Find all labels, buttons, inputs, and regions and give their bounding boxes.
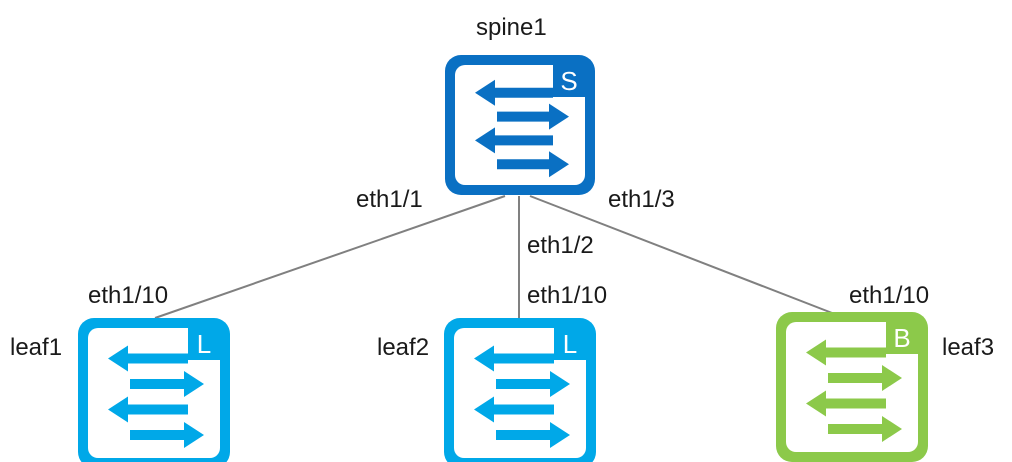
arrow-left-icon xyxy=(474,345,554,372)
node-label-spine1: spine1 xyxy=(476,14,547,41)
port-label-leaf1-eth1-10: eth1/10 xyxy=(88,282,169,309)
arrow-right-icon xyxy=(496,422,570,448)
link-spine1-leaf3 xyxy=(529,195,846,319)
links xyxy=(154,195,846,319)
link-spine1-leaf1 xyxy=(154,195,506,319)
arrow-left-icon xyxy=(474,396,554,423)
arrow-left-icon xyxy=(108,396,188,423)
switch-icon-leaf3[interactable]: B xyxy=(776,312,928,462)
switch-badge-leaf3: B xyxy=(893,323,910,353)
switch-icon-leaf2[interactable]: L xyxy=(444,318,596,462)
switch-badge-leaf2: L xyxy=(563,329,577,359)
arrow-left-icon xyxy=(806,339,886,366)
arrow-right-icon xyxy=(828,416,902,442)
arrow-right-icon xyxy=(130,422,204,448)
port-label-leaf2-eth1-10: eth1/10 xyxy=(527,282,608,309)
arrow-left-icon xyxy=(806,390,886,417)
switch-badge-leaf1: L xyxy=(197,329,211,359)
arrow-left-icon xyxy=(108,345,188,372)
port-label-leaf3-eth1-10: eth1/10 xyxy=(849,282,930,309)
arrow-right-icon xyxy=(496,371,570,397)
node-label-leaf2: leaf2 xyxy=(377,334,430,361)
arrow-left-icon xyxy=(475,79,553,106)
arrow-right-icon xyxy=(497,151,569,178)
port-label-spine1-eth1-2: eth1/2 xyxy=(527,232,594,259)
arrow-right-icon xyxy=(828,365,902,391)
arrow-left-icon xyxy=(475,127,553,154)
switch-icon-leaf1[interactable]: L xyxy=(78,318,230,462)
port-label-spine1-eth1-1: eth1/1 xyxy=(356,186,423,213)
port-label-spine1-eth1-3: eth1/3 xyxy=(608,186,675,213)
arrow-right-icon xyxy=(497,103,569,130)
node-label-leaf3: leaf3 xyxy=(942,334,995,361)
switch-badge-spine1: S xyxy=(560,66,577,96)
switch-icon-spine1[interactable]: S xyxy=(445,55,595,195)
arrow-right-icon xyxy=(130,371,204,397)
node-label-leaf1: leaf1 xyxy=(10,334,63,361)
